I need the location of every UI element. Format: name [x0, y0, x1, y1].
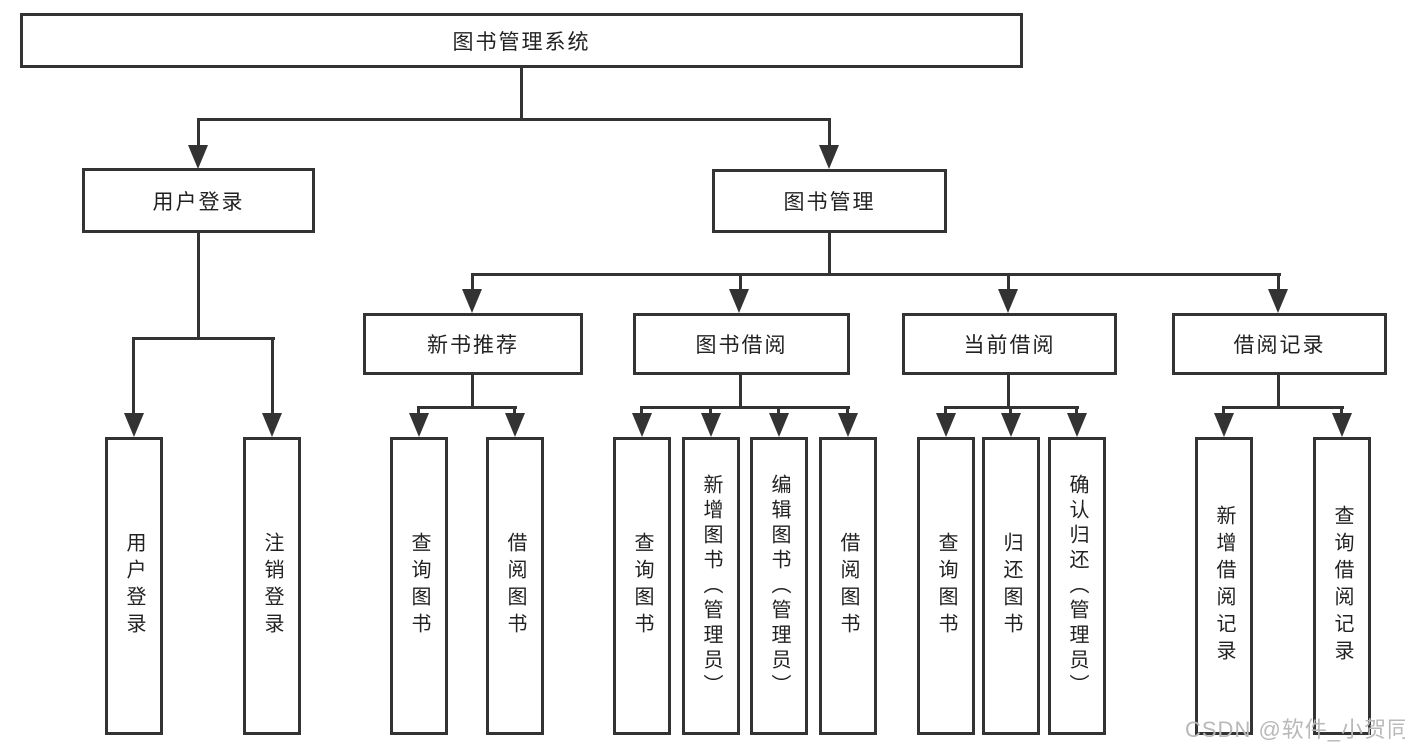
node-edit-books-admin: 编辑图书（管理员） — [750, 437, 808, 735]
connector-line — [417, 406, 517, 409]
arrow-down-icon — [1268, 289, 1288, 313]
node-book-management-label: 图书管理 — [783, 191, 876, 214]
connector-line — [846, 406, 849, 416]
connector-line — [271, 337, 274, 415]
arrow-down-icon — [1067, 413, 1087, 437]
arrow-down-icon — [936, 413, 956, 437]
node-query-books-current-label: 查询图书 — [935, 532, 957, 640]
arrow-down-icon — [505, 413, 525, 437]
connector-line — [132, 337, 135, 415]
node-query-borrow-record-label: 查询借阅记录 — [1331, 505, 1353, 667]
node-user-login-label: 用户登录 — [152, 190, 245, 214]
arrow-down-icon — [769, 413, 789, 437]
node-root: 图书管理系统 — [20, 13, 1023, 68]
node-return-books-label: 归还图书 — [1000, 532, 1022, 640]
connector-line — [640, 406, 643, 416]
node-user-login: 用户登录 — [82, 168, 315, 233]
connector-line — [777, 406, 780, 416]
connector-line — [1075, 406, 1078, 416]
node-borrow-books-recommend-label: 借阅图书 — [504, 532, 526, 640]
node-query-books-borrowing-label: 查询图书 — [631, 532, 653, 640]
connector-line — [828, 233, 831, 273]
connector-line — [197, 118, 831, 121]
node-book-borrowing-label: 图书借阅 — [695, 334, 788, 357]
node-confirm-return-admin: 确认归还（管理员） — [1048, 437, 1106, 735]
connector-line — [197, 118, 200, 148]
connector-line — [1277, 273, 1280, 291]
node-query-books-recommend: 查询图书 — [390, 437, 448, 735]
connector-line — [1007, 375, 1010, 406]
arrow-down-icon — [409, 413, 429, 437]
arrow-down-icon — [124, 413, 144, 437]
node-current-borrowing: 当前借阅 — [902, 313, 1117, 375]
arrow-down-icon — [632, 413, 652, 437]
node-add-books-admin: 新增图书（管理员） — [682, 437, 740, 735]
node-book-borrowing: 图书借阅 — [633, 313, 850, 375]
watermark: CSDN @软件_小贺同学 — [1185, 717, 1405, 742]
connector-line — [640, 406, 850, 409]
connector-line — [1007, 273, 1010, 291]
arrow-down-icon — [1214, 413, 1234, 437]
arrow-down-icon — [729, 289, 749, 313]
node-root-label: 图书管理系统 — [452, 30, 591, 54]
node-user-login-leaf-label: 用户登录 — [123, 532, 145, 640]
connector-line — [1009, 406, 1012, 416]
node-confirm-return-admin-label: 确认归还（管理员） — [1066, 473, 1088, 699]
connector-line — [471, 273, 1281, 276]
arrow-down-icon — [838, 413, 858, 437]
node-current-borrowing-label: 当前借阅 — [963, 334, 1056, 357]
connector-line — [944, 406, 947, 416]
node-add-borrow-record: 新增借阅记录 — [1195, 437, 1253, 735]
arrow-down-icon — [998, 289, 1018, 313]
node-borrow-books-recommend: 借阅图书 — [486, 437, 544, 735]
connector-line — [739, 273, 742, 291]
node-new-book-recommendation-label: 新书推荐 — [427, 334, 519, 357]
node-logout: 注销登录 — [243, 437, 301, 735]
connector-line — [197, 233, 200, 337]
arrow-down-icon — [701, 413, 721, 437]
node-borrowing-records-label: 借阅记录 — [1233, 334, 1326, 357]
arrow-down-icon — [1332, 413, 1352, 437]
node-add-borrow-record-label: 新增借阅记录 — [1213, 505, 1235, 667]
node-query-borrow-record: 查询借阅记录 — [1313, 437, 1371, 735]
connector-line — [1277, 375, 1280, 406]
connector-line — [132, 337, 275, 340]
node-query-books-current: 查询图书 — [917, 437, 975, 735]
connector-line — [520, 68, 523, 118]
connector-line — [828, 118, 831, 148]
arrow-down-icon — [1001, 413, 1021, 437]
node-borrowing-records: 借阅记录 — [1172, 313, 1387, 375]
node-book-management: 图书管理 — [712, 169, 947, 233]
arrow-down-icon — [462, 289, 482, 313]
node-new-book-recommendation: 新书推荐 — [363, 313, 583, 375]
node-edit-books-admin-label: 编辑图书（管理员） — [768, 473, 790, 699]
node-borrow-books-borrowing-label: 借阅图书 — [837, 532, 859, 640]
connector-line — [1340, 406, 1343, 416]
connector-line — [739, 375, 742, 406]
arrow-down-icon — [188, 145, 208, 169]
connector-line — [471, 273, 474, 291]
node-query-books-borrowing: 查询图书 — [613, 437, 671, 735]
node-borrow-books-borrowing: 借阅图书 — [819, 437, 877, 735]
connector-line — [709, 406, 712, 416]
connector-line — [471, 375, 474, 406]
node-query-books-recommend-label: 查询图书 — [408, 532, 430, 640]
connector-line — [417, 406, 420, 416]
node-return-books: 归还图书 — [982, 437, 1040, 735]
connector-line — [513, 406, 516, 416]
node-logout-label: 注销登录 — [261, 532, 283, 640]
connector-line — [1222, 406, 1344, 409]
arrow-down-icon — [262, 413, 282, 437]
connector-line — [1222, 406, 1225, 416]
arrow-down-icon — [819, 145, 839, 169]
node-user-login-leaf: 用户登录 — [105, 437, 163, 735]
node-add-books-admin-label: 新增图书（管理员） — [700, 473, 722, 699]
